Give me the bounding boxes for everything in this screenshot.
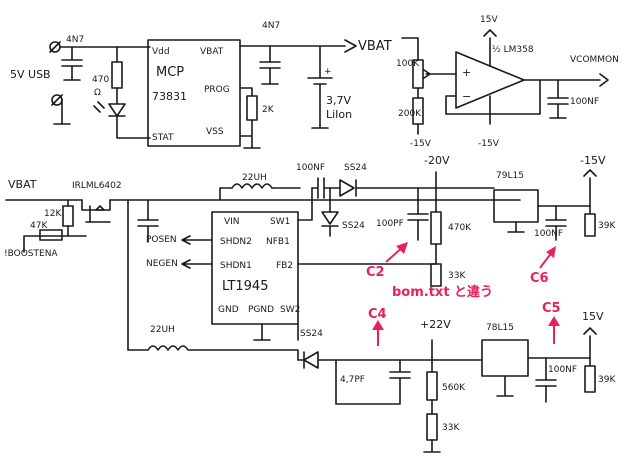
label-cap-47pf: 4,7PF — [340, 375, 365, 385]
label-vbat-cap: 4N7 — [262, 21, 280, 31]
resistor-33k-top — [430, 263, 442, 287]
label-vbat-left: VBAT — [8, 178, 37, 191]
opamp-plus: + — [462, 66, 471, 79]
usb-charger-section: 4N7 5V USB 470 Ω Vdd MCP 73831 PROG STAT… — [10, 21, 392, 149]
label-neg20: -20V — [424, 154, 450, 167]
battery-plus-sign: + — [324, 67, 332, 77]
label-cap-100nf-b: 100NF — [534, 229, 563, 239]
label-vcommon: VCOMMON — [570, 55, 619, 65]
label-cap-100nf: 100NF — [296, 163, 325, 173]
label-led-res: 470 — [92, 75, 109, 85]
mcp-pin-stat: STAT — [152, 133, 174, 143]
label-posen: POSEN — [146, 235, 177, 245]
label-pos22: +22V — [420, 318, 451, 331]
label-cap-100pf: 100PF — [376, 219, 404, 229]
label-cap-100nf-c: 100NF — [548, 365, 577, 375]
label-battery-1: 3,7V — [326, 94, 351, 107]
opamp-minus: − — [462, 90, 471, 103]
label-diode3: SS24 — [300, 329, 323, 339]
mcp-pin-vdd: Vdd — [152, 47, 170, 57]
lt-pin-fb2: FB2 — [276, 261, 293, 271]
label-opamp-supply: 15V — [480, 15, 498, 25]
resistor-12k — [62, 205, 74, 227]
reg-79l15 — [493, 189, 539, 223]
positive-rail-section: 22UH SS24 +22V 4,7PF 560K 33K 78L15 15V … — [147, 310, 616, 453]
resistor-470k — [430, 211, 442, 245]
reg-78l15 — [481, 339, 529, 377]
ic-mcp73831 — [147, 39, 241, 147]
label-res-33k-bot: 33K — [442, 423, 460, 433]
lt-pin-pgnd: PGND — [248, 305, 274, 315]
label-neg-a: -15V — [410, 139, 432, 149]
label-usb: 5V USB — [10, 68, 51, 81]
annotation-bom-note: bom.txt と違う — [392, 284, 493, 300]
lt-pin-sw1: SW1 — [270, 217, 290, 227]
annotation-c5: C5 — [542, 301, 561, 316]
label-vbat-out: VBAT — [358, 39, 392, 54]
resistor-560k — [426, 371, 438, 401]
label-res-47k: 47K — [30, 221, 48, 231]
label-diode1: SS24 — [344, 163, 367, 173]
label-battery-2: LiIon — [326, 108, 352, 121]
label-res-33k-top: 33K — [448, 271, 466, 281]
label-ind2: 22UH — [150, 325, 175, 335]
label-pos15: 15V — [582, 310, 604, 323]
label-res-39k: 39K — [598, 221, 616, 231]
label-diode2: SS24 — [342, 221, 365, 231]
annotations: C2 C6 bom.txt と違う C4 C5 — [366, 242, 561, 346]
label-res-39k-b: 39K — [598, 375, 616, 385]
label-boost-en: !BOOSTENA — [4, 249, 58, 259]
resistor-led — [111, 61, 123, 89]
label-neg15: -15V — [580, 154, 606, 167]
label-res-470k: 470K — [448, 223, 472, 233]
lt-pin-shdn2: SHDN2 — [220, 237, 252, 247]
lt-pin-vin: VIN — [224, 217, 240, 227]
mcp-name-1: MCP — [156, 65, 184, 80]
label-pot-top: 100K — [396, 59, 420, 69]
resistor-39k-b — [584, 365, 596, 393]
mcp-name-2: 73831 — [152, 90, 187, 103]
ic-lt1945 — [211, 211, 299, 325]
annotation-c2: C2 — [366, 265, 385, 280]
label-mosfet: IRLML6402 — [72, 181, 122, 191]
mcp-pin-vbat: VBAT — [200, 47, 224, 57]
label-res-560k: 560K — [442, 383, 466, 393]
label-pot-bottom: 200K — [398, 109, 422, 119]
label-reg-pos: 78L15 — [486, 323, 514, 333]
label-res-12k: 12K — [44, 209, 62, 219]
lt-name: LT1945 — [222, 279, 268, 294]
opamp-section: 100K 200K -15V + − 15V ½ LM358 -15V VCOM… — [396, 15, 619, 149]
annotation-c6: C6 — [530, 271, 549, 286]
mcp-pin-vss: VSS — [206, 127, 224, 137]
lt-pin-shdn1: SHDN1 — [220, 261, 252, 271]
lt-pin-sw2: SW2 — [280, 305, 300, 315]
resistor-33k-bot — [426, 413, 438, 441]
lt-pin-nfb1: NFB1 — [266, 237, 290, 247]
label-input-cap: 4N7 — [66, 35, 84, 45]
label-prog-res: 2K — [262, 105, 275, 115]
label-neg-b: -15V — [478, 139, 500, 149]
resistor-47k — [39, 229, 63, 241]
resistor-prog — [246, 95, 258, 121]
label-vcommon-cap: 100NF — [570, 97, 599, 107]
mcp-pin-prog: PROG — [204, 85, 230, 95]
annotation-c4: C4 — [368, 307, 387, 322]
label-opamp-name: ½ LM358 — [492, 45, 534, 55]
label-negen: NEGEN — [146, 259, 178, 269]
boost-section: VBAT IRLML6402 12K 47K !BOOSTENA 22UH VI… — [4, 154, 616, 351]
label-ind1: 22UH — [242, 173, 267, 183]
label-reg-neg: 79L15 — [496, 171, 524, 181]
lt-pin-gnd: GND — [218, 305, 239, 315]
label-ohm: Ω — [94, 88, 101, 98]
resistor-39k — [584, 213, 596, 237]
